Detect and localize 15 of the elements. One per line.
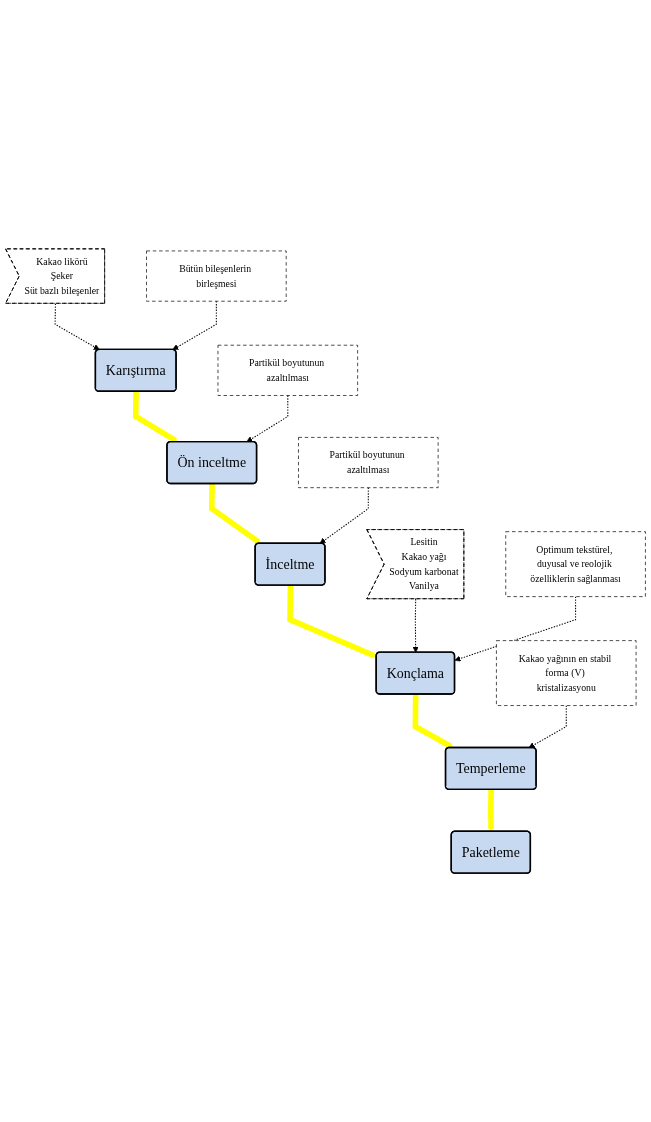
- arrow: [454, 596, 577, 662]
- arrow: [412, 694, 454, 749]
- arrow: [488, 789, 495, 832]
- arrow: [319, 487, 369, 544]
- arrow: [412, 598, 419, 653]
- node-box: Bütün bileşenlerin birleşmesi: [146, 250, 287, 302]
- arrow: [528, 705, 567, 749]
- node-box: Partikül boyutunun azaltılması: [298, 437, 439, 489]
- node-box: Partikül boyutunun azaltılması: [217, 344, 358, 396]
- node-box: Kakao yağının en stabil forma (V) kristalizasyonu: [496, 640, 637, 706]
- arrow: [208, 483, 262, 545]
- arrow: [54, 303, 100, 351]
- arrow: [132, 391, 178, 443]
- arrow: [287, 585, 377, 659]
- node-box: Optimum tekstürel, duyusal ve reolojik özelliklerin sağlanması: [505, 531, 646, 597]
